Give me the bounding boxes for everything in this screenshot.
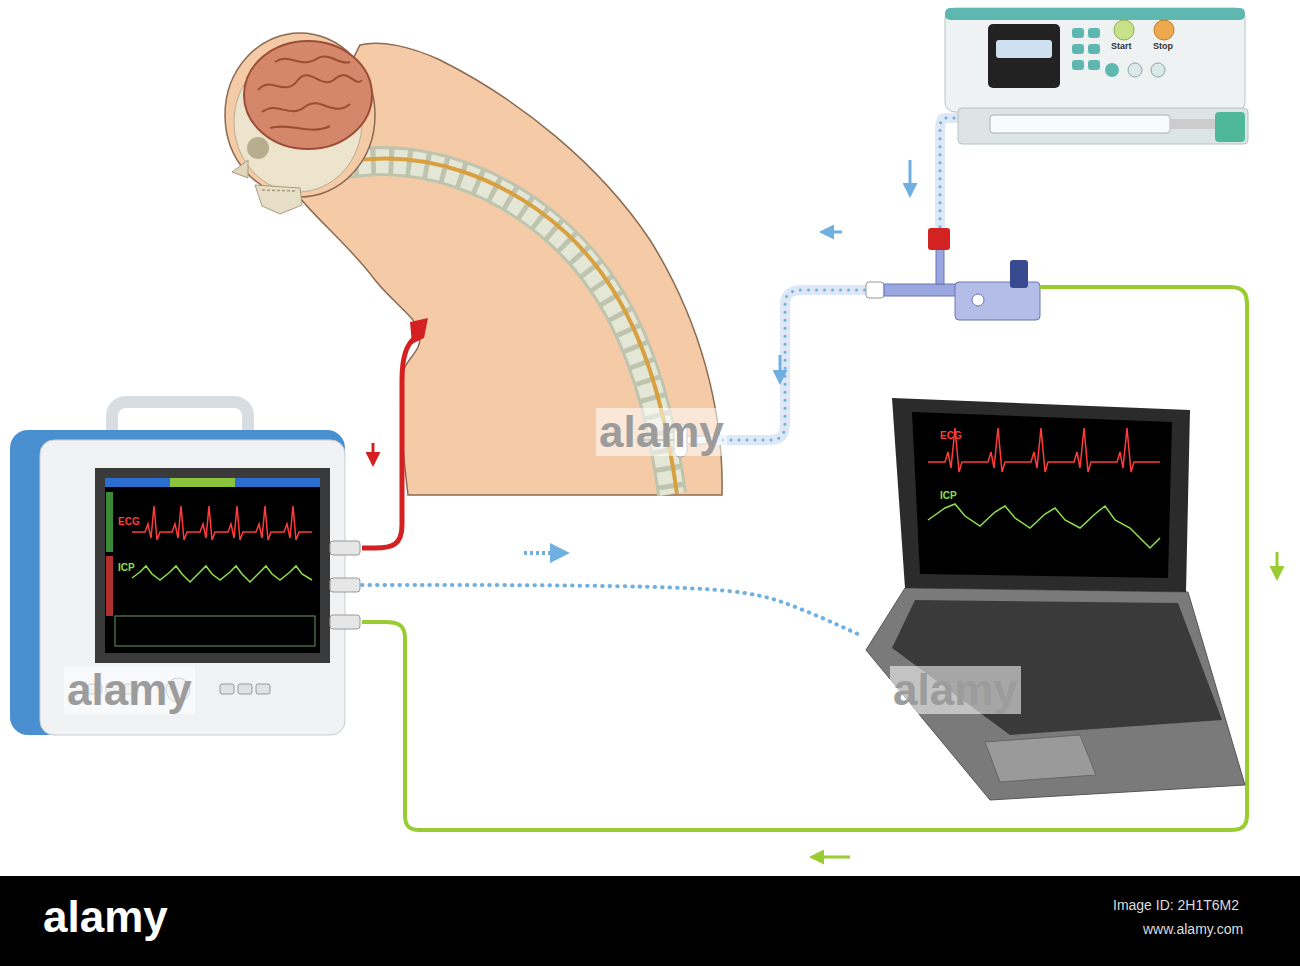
patient-figure-part	[247, 137, 269, 159]
monitor-device-part	[238, 684, 252, 694]
pressure-transducer	[866, 228, 1040, 320]
patient-figure-part	[244, 41, 372, 149]
monitor-device-part	[132, 506, 312, 540]
lumbar-line-part	[707, 290, 868, 440]
laptop-device-part	[928, 428, 1160, 472]
syringe-pump-part	[988, 24, 1060, 88]
syringe-pump: Start Stop	[945, 8, 1245, 108]
monitor-device-part	[95, 468, 330, 663]
image-id: Image ID: 2H1T6M2	[1110, 898, 1242, 913]
syringe-pump-part	[1151, 63, 1165, 77]
syringe-pump-part	[1128, 63, 1142, 77]
monitor-device-part	[106, 556, 113, 616]
monitor-device-part	[330, 578, 360, 592]
laptop-device-part	[912, 412, 1172, 578]
syringe-pump-part	[990, 115, 1170, 133]
arterial-line-part	[362, 338, 415, 548]
syringe-pump-part	[1088, 44, 1100, 54]
monitor-device-part	[105, 478, 320, 653]
syringe-pump-part	[1114, 20, 1134, 40]
pressure-transducer-part	[955, 282, 1040, 320]
arterial-line	[362, 318, 428, 548]
laptop-computer: ECG ICP	[860, 398, 1245, 800]
monitor-device	[10, 402, 360, 735]
syringe-pump-part	[1072, 44, 1084, 54]
pressure-transducer-part	[928, 228, 950, 250]
logo-text: alamy	[40, 893, 171, 941]
syringe-pump-part	[1088, 28, 1100, 38]
data-link	[362, 585, 860, 635]
syringe-pump-part	[1105, 63, 1119, 77]
patient-figure-part	[255, 185, 302, 214]
monitor-device-part	[170, 478, 235, 487]
lumbar-line-part	[909, 160, 912, 195]
waveform-label: ECG	[940, 430, 962, 441]
monitor-device-part	[132, 566, 312, 582]
transducer-cable-part	[812, 856, 850, 859]
transducer-cable-part	[1276, 552, 1279, 578]
monitor-device-part	[220, 684, 234, 694]
syringe-pump-part	[1088, 60, 1100, 70]
banner	[0, 876, 1300, 966]
monitor-device-part	[330, 615, 360, 629]
monitor-device-part	[235, 478, 320, 487]
monitor-device-part	[10, 430, 345, 735]
syringe-pump-part	[1154, 20, 1174, 40]
monitor-device-part	[115, 616, 315, 646]
laptop-device-part	[866, 588, 1245, 800]
syringe-pump-part	[1072, 28, 1084, 38]
syringe-pump-part	[1072, 60, 1084, 70]
lumbar-line-part	[779, 355, 782, 382]
patient-figure-part	[232, 160, 248, 178]
watermark: alamy	[890, 666, 1021, 714]
syringe-pump-part	[1170, 119, 1218, 129]
button-label: Start	[1111, 42, 1132, 52]
syringe-pump-part	[945, 8, 1245, 20]
patient-figure-part	[262, 190, 296, 191]
arterial-line-part	[372, 443, 375, 464]
syringe-pump-part	[1215, 112, 1245, 142]
syringe-pump-part	[996, 40, 1052, 58]
site-url: www.alamy.com	[1140, 922, 1246, 937]
pressure-transducer-part	[866, 282, 884, 298]
button-label: Stop	[1153, 42, 1173, 52]
waveform-label: ICP	[940, 490, 957, 501]
laptop-device-part	[928, 504, 1160, 548]
pressure-transducer-part	[972, 294, 984, 306]
laptop-device	[866, 398, 1245, 800]
flow-arrow	[524, 551, 566, 555]
arterial-line-part	[410, 318, 428, 344]
waveform-label: ECG	[118, 516, 140, 527]
syringe-pump	[945, 8, 1248, 144]
lumbar-line-part	[707, 290, 868, 440]
watermark: alamy	[64, 666, 195, 714]
patient-figure-part	[225, 33, 375, 197]
syringe-pump-part	[958, 108, 1248, 144]
monitor-device-part	[40, 440, 345, 735]
lumbar-line-part	[822, 231, 842, 234]
syringe-pump-part	[945, 8, 1245, 112]
monitor-device-part	[256, 684, 270, 694]
transducer-cable	[362, 287, 1277, 857]
monitor-device-part	[330, 541, 360, 555]
monitor-device-part	[106, 492, 113, 552]
waveform-label: ICP	[118, 562, 135, 573]
laptop-device-part	[985, 735, 1096, 782]
pressure-transducer-part	[1010, 260, 1028, 288]
watermark: alamy	[596, 408, 727, 456]
laptop-device-part	[892, 398, 1190, 592]
patient-figure-part	[258, 56, 362, 129]
transducer-cable-part	[362, 287, 1247, 830]
monitor-device-part	[105, 478, 170, 487]
